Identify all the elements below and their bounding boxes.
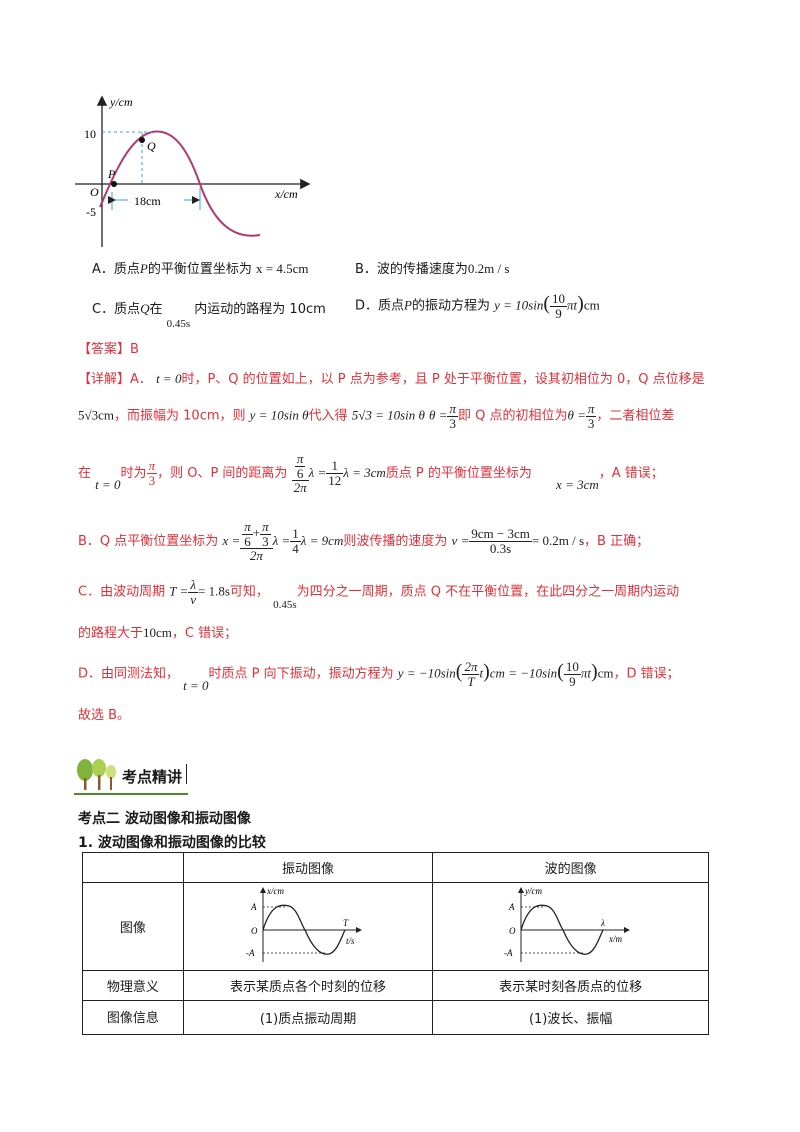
row-label-graph: 图像 <box>82 882 184 971</box>
svg-text:-A: -A <box>246 948 255 958</box>
detail-line-7: D．由同测法知， t = 0时质点 P 向下振动，振动方程为 y = −10si… <box>78 659 680 693</box>
section-title: 考点二 波动图像和振动图像 <box>78 811 251 827</box>
wave-info: (1)波长、振幅 <box>432 1000 709 1035</box>
svg-text:O: O <box>509 926 516 936</box>
table-row: 图像 x/cm t/s A O -A T <box>82 882 709 971</box>
vibration-info: (1)质点振动周期 <box>182 1000 434 1035</box>
svg-text:λ: λ <box>600 918 605 928</box>
table-row: 物理意义 表示某质点各个时刻的位移 表示某时刻各质点的位移 <box>82 970 709 1001</box>
wave-graph-cell: y/cm x/m A O -A λ <box>432 882 709 971</box>
option-b: B．波的传播速度为0.2m / s <box>355 261 510 277</box>
point-q-dot <box>139 137 145 143</box>
vibration-meaning: 表示某质点各个时刻的位移 <box>182 970 434 1001</box>
svg-text:x/m: x/m <box>608 934 622 944</box>
row-label-meaning: 物理意义 <box>82 970 184 1001</box>
option-c: C．质点Q在 0.45s 内运动的路程为 10cm <box>92 301 326 330</box>
vibration-graph: x/cm t/s A O -A T <box>246 886 363 962</box>
tick-10: 10 <box>84 127 96 141</box>
detail-line-1: 【详解】A． t = 0时，P、Q 的位置如上，以 P 点为参考，且 P 处于平… <box>78 371 705 387</box>
svg-text:T: T <box>343 918 349 928</box>
distance-label: 18cm <box>134 194 161 208</box>
banner-underline <box>74 793 188 795</box>
x-axis-label: x/cm <box>274 187 298 201</box>
banner-title: 考点精讲 <box>122 768 183 786</box>
svg-text:O: O <box>251 926 258 936</box>
vibration-graph-cell: x/cm t/s A O -A T <box>182 882 434 971</box>
svg-text:A: A <box>508 902 515 912</box>
detail-line-2: 5√3cm，而振幅为 10cm，则 y = 10sin θ代入得 5√3 = 1… <box>78 401 675 431</box>
svg-text:-A: -A <box>504 948 513 958</box>
svg-text:y/cm: y/cm <box>524 886 542 896</box>
wave-meaning: 表示某时刻各质点的位移 <box>432 970 709 1001</box>
table-header-vibration: 振动图像 <box>182 852 434 883</box>
y-axis-label: y/cm <box>109 95 133 109</box>
comparison-table: 振动图像 波的图像 图像 x/cm t/s A O -A T <box>82 852 709 1035</box>
point-q-label: Q <box>147 139 156 153</box>
option-a: A．质点P的平衡位置坐标为 x = 4.5cm <box>92 261 309 277</box>
detail-line-6: 的路程大于10cm，C 错误； <box>78 625 238 641</box>
svg-text:A: A <box>250 902 257 912</box>
svg-text:x/cm: x/cm <box>266 886 284 896</box>
wave-graph: y/cm x/cm 10 -5 O P Q 18cm <box>75 95 311 247</box>
table-row: 图像信息 (1)质点振动周期 (1)波长、振幅 <box>82 1000 709 1035</box>
table-header-wave: 波的图像 <box>432 852 709 883</box>
svg-text:t/s: t/s <box>346 936 355 946</box>
table-header-row: 振动图像 波的图像 <box>82 852 709 883</box>
point-p-dot <box>111 181 117 187</box>
tick-neg5: -5 <box>86 205 96 219</box>
origin-label: O <box>90 185 99 199</box>
point-p-label: P <box>107 167 116 181</box>
row-label-info: 图像信息 <box>82 1000 184 1035</box>
answer-label: 【答案】B <box>78 342 139 357</box>
wave-small-graph: y/cm x/m A O -A λ <box>504 886 630 962</box>
table-header-empty <box>82 852 184 883</box>
tree-icon <box>77 759 116 790</box>
section-subtitle: 1. 波动图像和振动图像的比较 <box>78 835 266 851</box>
wave-curve <box>99 130 261 237</box>
detail-line-8: 故选 B。 <box>78 708 131 723</box>
banner-cursor <box>186 764 187 784</box>
